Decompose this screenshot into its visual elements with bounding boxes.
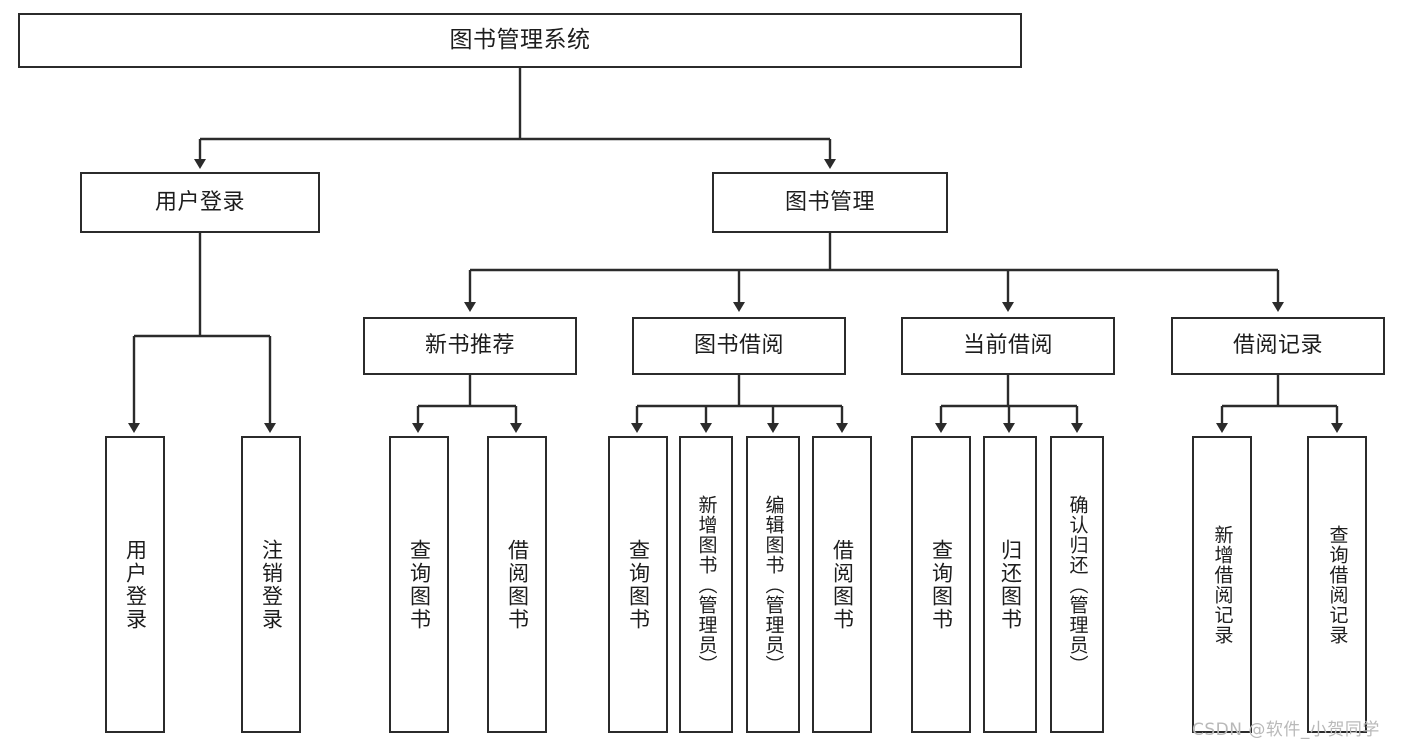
node-leaf-borrow-book-2[interactable]: 借阅图书: [812, 436, 872, 733]
node-label: 用户登录: [154, 189, 245, 215]
node-borrow-record[interactable]: 借阅记录: [1171, 317, 1385, 375]
node-leaf-query-borrow-record[interactable]: 查询借阅记录: [1307, 436, 1367, 733]
node-label: 用户登录: [123, 538, 148, 631]
node-leaf-query-book-1[interactable]: 查询图书: [389, 436, 449, 733]
node-leaf-return-book[interactable]: 归还图书: [983, 436, 1037, 733]
node-label: 借阅图书: [830, 538, 855, 631]
node-label: 新增图书（管理员）: [695, 494, 718, 675]
node-label: 借阅图书: [505, 538, 530, 631]
node-root-book-management-system[interactable]: 图书管理系统: [18, 13, 1022, 68]
node-book-management[interactable]: 图书管理: [712, 172, 948, 233]
node-label: 图书借阅: [693, 333, 784, 359]
node-label: 查询图书: [929, 538, 954, 631]
node-label: 图书管理: [784, 189, 875, 215]
node-leaf-query-book-3[interactable]: 查询图书: [911, 436, 971, 733]
node-leaf-logout[interactable]: 注销登录: [241, 436, 301, 733]
node-leaf-edit-book-admin[interactable]: 编辑图书（管理员）: [746, 436, 800, 733]
node-label: 新书推荐: [424, 333, 515, 359]
node-label: 当前借阅: [962, 333, 1053, 359]
node-leaf-add-book-admin[interactable]: 新增图书（管理员）: [679, 436, 733, 733]
node-book-borrow[interactable]: 图书借阅: [632, 317, 846, 375]
node-leaf-borrow-book-1[interactable]: 借阅图书: [487, 436, 547, 733]
node-new-book-recommend[interactable]: 新书推荐: [363, 317, 577, 375]
node-leaf-add-borrow-record[interactable]: 新增借阅记录: [1192, 436, 1252, 733]
node-label: 借阅记录: [1232, 333, 1323, 359]
node-leaf-query-book-2[interactable]: 查询图书: [608, 436, 668, 733]
node-user-login[interactable]: 用户登录: [80, 172, 320, 233]
node-label: 新增借阅记录: [1211, 524, 1234, 645]
node-label: 查询图书: [626, 538, 651, 631]
node-leaf-confirm-return-admin[interactable]: 确认归还（管理员）: [1050, 436, 1104, 733]
node-current-borrow[interactable]: 当前借阅: [901, 317, 1115, 375]
node-label: 确认归还（管理员）: [1066, 494, 1089, 675]
node-leaf-user-login[interactable]: 用户登录: [105, 436, 165, 733]
node-label: 查询借阅记录: [1326, 524, 1349, 645]
node-label: 编辑图书（管理员）: [762, 494, 785, 675]
node-label: 归还图书: [998, 538, 1023, 631]
node-label: 查询图书: [407, 538, 432, 631]
watermark-csdn: CSDN @软件_小贺同学: [1192, 720, 1380, 740]
node-label: 注销登录: [259, 538, 284, 631]
node-label: 图书管理系统: [449, 26, 591, 53]
